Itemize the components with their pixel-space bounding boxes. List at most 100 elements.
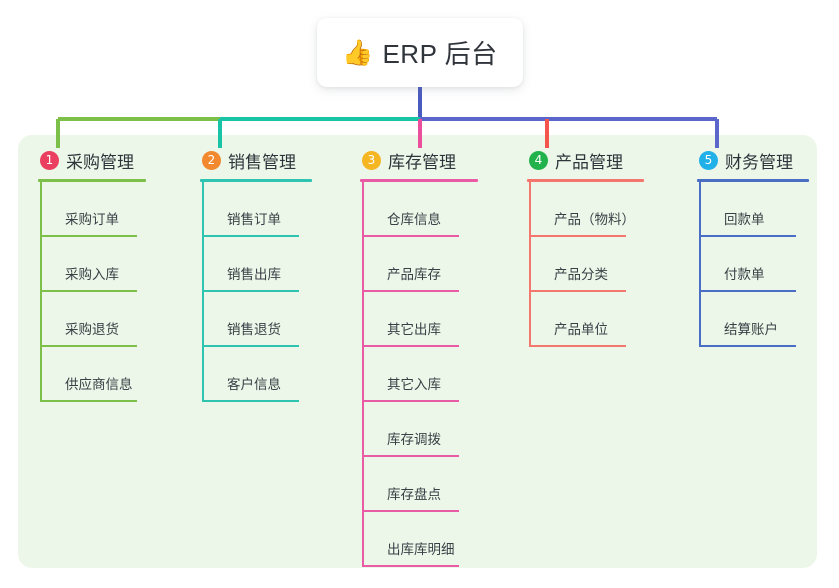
- leaf-underline: [701, 345, 796, 347]
- branch-number-badge: 4: [529, 150, 548, 170]
- leaf-label: 其它入库: [387, 377, 441, 392]
- branch-number-badge: 3: [362, 150, 381, 170]
- branch-header-3[interactable]: 3 库存管理: [360, 148, 478, 172]
- leaf-item[interactable]: 其它入库: [362, 347, 478, 402]
- leaf-underline: [204, 345, 299, 347]
- leaf-underline: [364, 345, 459, 347]
- leaf-label: 产品分类: [554, 267, 608, 282]
- leaf-item[interactable]: 产品分类: [529, 237, 644, 292]
- branch-underline: [360, 179, 478, 182]
- leaf-item[interactable]: 出库库明细: [362, 512, 478, 567]
- branch-underline: [527, 179, 644, 182]
- leaf-label: 库存盘点: [387, 487, 441, 502]
- root-node-title: ERP 后台: [382, 39, 498, 69]
- leaf-item[interactable]: 采购退货: [40, 292, 146, 347]
- leaf-underline: [364, 400, 459, 402]
- leaf-item[interactable]: 仓库信息: [362, 182, 478, 237]
- leaf-spine: [202, 182, 204, 402]
- leaf-underline: [701, 235, 796, 237]
- leaf-underline: [364, 235, 459, 237]
- leaf-label: 销售出库: [227, 267, 281, 282]
- leaf-underline: [204, 235, 299, 237]
- branch-number-badge: 2: [202, 150, 221, 170]
- leaf-label: 库存调拨: [387, 432, 441, 447]
- branch-header-5[interactable]: 5 财务管理: [697, 148, 809, 172]
- leaf-item[interactable]: 采购入库: [40, 237, 146, 292]
- leaf-underline: [364, 290, 459, 292]
- leaf-underline: [204, 290, 299, 292]
- leaf-item[interactable]: 库存调拨: [362, 402, 478, 457]
- leaf-underline: [531, 290, 626, 292]
- leaf-item[interactable]: 库存盘点: [362, 457, 478, 512]
- leaf-list: 销售订单销售出库销售退货客户信息: [200, 182, 312, 402]
- diagram-background-panel: [18, 135, 817, 568]
- leaf-label: 其它出库: [387, 322, 441, 337]
- branch-title: 产品管理: [555, 152, 623, 172]
- leaf-item[interactable]: 产品单位: [529, 292, 644, 347]
- leaf-label: 仓库信息: [387, 212, 441, 227]
- leaf-underline: [531, 345, 626, 347]
- leaf-underline: [364, 455, 459, 457]
- leaf-underline: [42, 235, 137, 237]
- leaf-label: 采购退货: [65, 322, 119, 337]
- leaf-spine: [40, 182, 42, 402]
- leaf-label: 结算账户: [724, 322, 778, 337]
- leaf-underline: [42, 345, 137, 347]
- leaf-label: 产品（物料）: [554, 212, 635, 227]
- branch-title: 销售管理: [228, 152, 296, 172]
- leaf-underline: [701, 290, 796, 292]
- leaf-label: 客户信息: [227, 377, 281, 392]
- leaf-list: 产品（物料） 产品分类产品单位: [527, 182, 644, 347]
- leaf-underline: [364, 510, 459, 512]
- leaf-label: 销售退货: [227, 322, 281, 337]
- leaf-item[interactable]: 结算账户: [699, 292, 809, 347]
- branch-header-1[interactable]: 1 采购管理: [38, 148, 146, 172]
- thumbs-up-icon: 👍: [342, 38, 374, 67]
- branch-title: 库存管理: [388, 152, 456, 172]
- leaf-label: 采购订单: [65, 212, 119, 227]
- branch-title: 财务管理: [725, 152, 793, 172]
- leaf-item[interactable]: 采购订单: [40, 182, 146, 237]
- branch-title: 采购管理: [66, 152, 134, 172]
- leaf-label: 供应商信息: [65, 377, 133, 392]
- branch-header-2[interactable]: 2 销售管理: [200, 148, 312, 172]
- leaf-underline: [364, 565, 459, 567]
- branch-column-3: 3 库存管理仓库信息产品库存其它出库其它入库库存调拨库存盘点出库库明细: [360, 148, 478, 567]
- leaf-underline: [204, 400, 299, 402]
- leaf-item[interactable]: 供应商信息: [40, 347, 146, 402]
- branch-underline: [697, 179, 809, 182]
- leaf-label: 产品库存: [387, 267, 441, 282]
- leaf-item[interactable]: 销售退货: [202, 292, 312, 347]
- leaf-label: 产品单位: [554, 322, 608, 337]
- leaf-item[interactable]: 产品（物料）: [529, 182, 644, 237]
- branch-number-badge: 1: [40, 150, 59, 170]
- leaf-label: 销售订单: [227, 212, 281, 227]
- leaf-item[interactable]: 销售订单: [202, 182, 312, 237]
- branch-underline: [38, 179, 146, 182]
- leaf-underline: [531, 235, 626, 237]
- leaf-list: 回款单付款单结算账户: [697, 182, 809, 347]
- leaf-item[interactable]: 付款单: [699, 237, 809, 292]
- branch-column-1: 1 采购管理采购订单采购入库采购退货供应商信息: [38, 148, 146, 402]
- branch-column-5: 5 财务管理回款单付款单结算账户: [697, 148, 809, 347]
- leaf-spine: [529, 182, 531, 347]
- leaf-label: 出库库明细: [387, 542, 455, 557]
- leaf-label: 回款单: [724, 212, 765, 227]
- leaf-item[interactable]: 其它出库: [362, 292, 478, 347]
- leaf-list: 仓库信息产品库存其它出库其它入库库存调拨库存盘点出库库明细: [360, 182, 478, 567]
- leaf-item[interactable]: 销售出库: [202, 237, 312, 292]
- leaf-label: 付款单: [724, 267, 765, 282]
- root-node-card[interactable]: 👍 ERP 后台: [317, 18, 523, 87]
- leaf-item[interactable]: 回款单: [699, 182, 809, 237]
- leaf-underline: [42, 290, 137, 292]
- leaf-spine: [699, 182, 701, 347]
- leaf-list: 采购订单采购入库采购退货供应商信息: [38, 182, 146, 402]
- branch-underline: [200, 179, 312, 182]
- branch-header-4[interactable]: 4 产品管理: [527, 148, 644, 172]
- branch-number-badge: 5: [699, 150, 718, 170]
- leaf-item[interactable]: 客户信息: [202, 347, 312, 402]
- branch-column-2: 2 销售管理销售订单销售出库销售退货客户信息: [200, 148, 312, 402]
- leaf-underline: [42, 400, 137, 402]
- leaf-item[interactable]: 产品库存: [362, 237, 478, 292]
